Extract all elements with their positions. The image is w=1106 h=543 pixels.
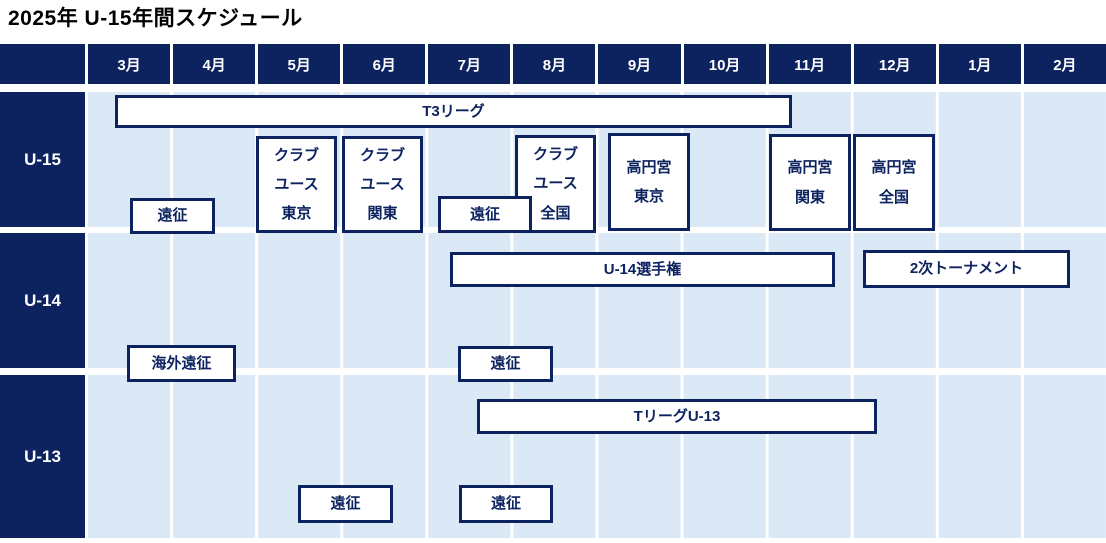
month-header-mar: 3月 xyxy=(88,44,171,84)
event-takamadonomiya-kanto: 高円宮 関東 xyxy=(769,134,851,231)
header-corner-cell xyxy=(0,44,85,84)
month-header-jun: 6月 xyxy=(343,44,426,84)
month-header-sep: 9月 xyxy=(598,44,681,84)
month-header-row: 3月 4月 5月 6月 7月 8月 9月 10月 11月 12月 1月 2月 xyxy=(0,44,1106,84)
event-u15-ensei-spring: 遠征 xyxy=(130,198,215,234)
event-u14-ensei: 遠征 xyxy=(458,346,553,382)
row-label-u14: U-14 xyxy=(0,233,85,368)
month-header-may: 5月 xyxy=(258,44,341,84)
page-title: 2025年 U-15年間スケジュール xyxy=(8,7,303,30)
month-header-oct: 10月 xyxy=(683,44,766,84)
event-takamadonomiya-zenkoku: 高円宮 全国 xyxy=(853,134,935,231)
month-header-nov: 11月 xyxy=(768,44,851,84)
event-second-tournament: 2次トーナメント xyxy=(863,250,1070,288)
row-label-u15: U-15 xyxy=(0,92,85,227)
event-u13-ensei-summer: 遠征 xyxy=(459,485,553,523)
month-header-jul: 7月 xyxy=(428,44,511,84)
event-club-youth-tokyo: クラブ ユース 東京 xyxy=(256,136,337,233)
month-header-aug: 8月 xyxy=(513,44,596,84)
month-header-dec: 12月 xyxy=(853,44,936,84)
event-u15-ensei-summer: 遠征 xyxy=(438,196,532,233)
month-header-jan: 1月 xyxy=(938,44,1021,84)
event-takamadonomiya-tokyo: 高円宮 東京 xyxy=(608,133,690,231)
event-u13-ensei-spring: 遠征 xyxy=(298,485,393,523)
event-u14-overseas-ensei: 海外遠征 xyxy=(127,345,236,382)
event-t3-league: T3リーグ xyxy=(115,95,792,128)
row-label-u13: U-13 xyxy=(0,375,85,538)
event-u14-championship: U-14選手権 xyxy=(450,252,835,287)
month-header-feb: 2月 xyxy=(1023,44,1106,84)
event-t-league-u13: TリーグU-13 xyxy=(477,399,877,434)
month-header-apr: 4月 xyxy=(173,44,256,84)
event-club-youth-kanto: クラブ ユース 関東 xyxy=(342,136,423,233)
